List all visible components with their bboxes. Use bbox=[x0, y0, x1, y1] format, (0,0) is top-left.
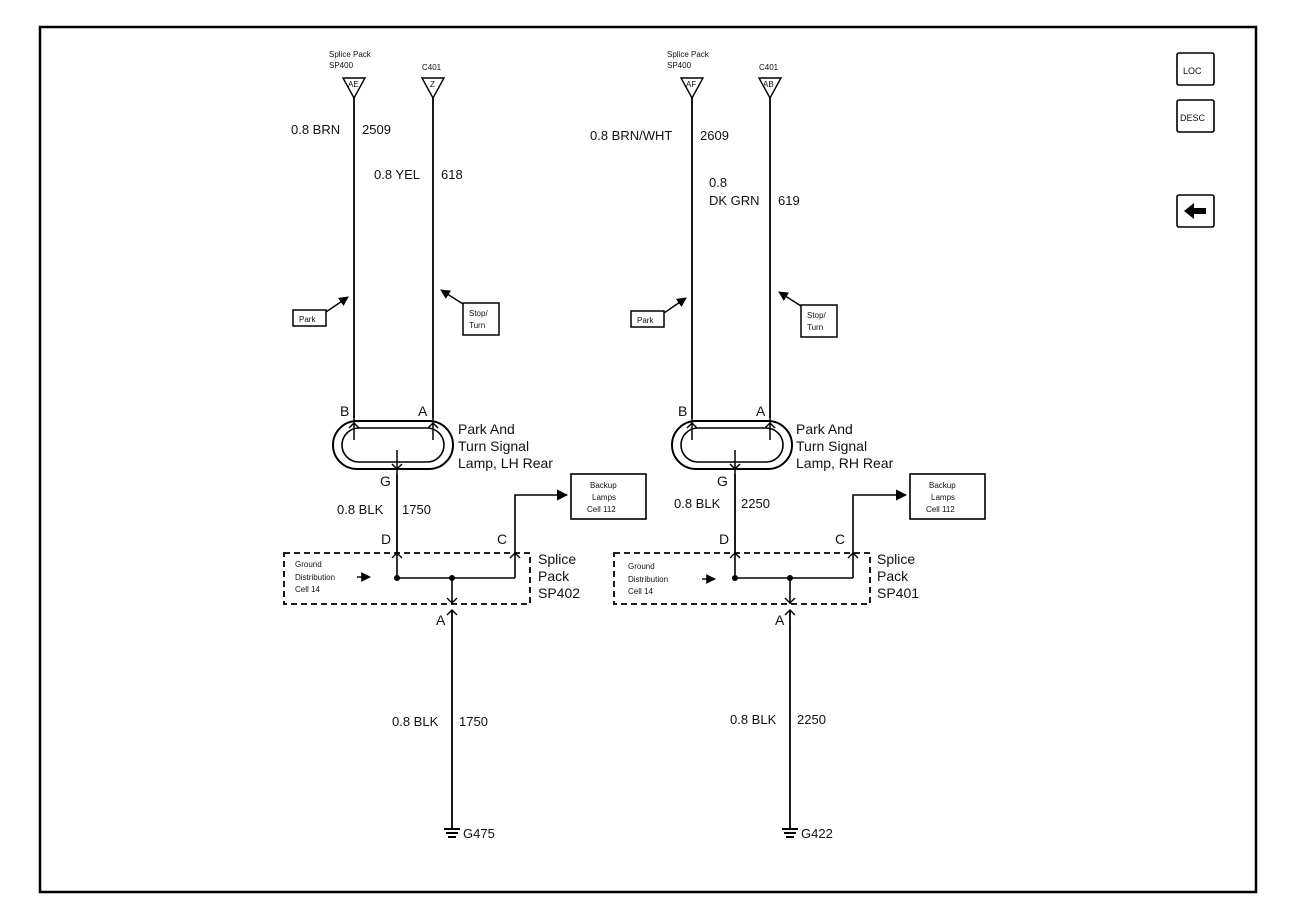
svg-text:Park: Park bbox=[299, 315, 316, 324]
right-stopturn-reference[interactable]: Stop/ Turn bbox=[778, 291, 838, 338]
left-lamp-pin-b: B bbox=[340, 403, 349, 419]
svg-text:Z: Z bbox=[430, 80, 435, 89]
left-splice-pin-a: A bbox=[436, 612, 446, 628]
right-circuit: Splice Pack SP400 AF C401 AB 0.8 BRN/WHT… bbox=[590, 50, 986, 841]
left-ground-dist-2: Distribution bbox=[295, 573, 335, 582]
svg-text:Turn: Turn bbox=[469, 321, 485, 330]
svg-text:Stop/: Stop/ bbox=[469, 309, 488, 318]
left-ground-dist-3: Cell 14 bbox=[295, 585, 320, 594]
left-bottom-wire-label: 0.8 BLK bbox=[392, 714, 439, 729]
svg-text:AF: AF bbox=[686, 80, 696, 89]
left-arrow-icon bbox=[1184, 203, 1206, 219]
right-lamp-name-2: Turn Signal bbox=[796, 438, 867, 454]
left-splice-pin-c: C bbox=[497, 531, 507, 547]
left-park-wire-label: 0.8 BRN bbox=[291, 122, 340, 137]
right-stop-wire-circuit: 619 bbox=[778, 193, 800, 208]
left-c401-connector-icon: Z bbox=[420, 77, 446, 100]
right-bottom-wire-label: 0.8 BLK bbox=[730, 712, 777, 727]
left-splice-name-2: Pack bbox=[538, 568, 570, 584]
left-lamp-symbol bbox=[332, 418, 454, 474]
right-backup-wire bbox=[852, 489, 908, 553]
left-backup-wire bbox=[514, 489, 569, 553]
right-lamp-pin-b: B bbox=[678, 403, 687, 419]
right-lamp-name-1: Park And bbox=[796, 421, 853, 437]
right-ground-wire-circuit: 2250 bbox=[741, 496, 770, 511]
left-park-reference[interactable]: Park bbox=[292, 296, 349, 327]
svg-text:Cell 112: Cell 112 bbox=[926, 505, 955, 514]
right-splice-pin-d: D bbox=[719, 531, 729, 547]
right-lamp-name-3: Lamp, RH Rear bbox=[796, 455, 894, 471]
right-ground-icon bbox=[782, 828, 798, 838]
svg-text:Stop/: Stop/ bbox=[807, 311, 826, 320]
left-ground-dist-1: Ground bbox=[295, 560, 322, 569]
left-stop-wire-circuit: 618 bbox=[441, 167, 463, 182]
left-stop-wire-label: 0.8 YEL bbox=[374, 167, 420, 182]
right-ground-wire-label: 0.8 BLK bbox=[674, 496, 721, 511]
left-circuit: Splice Pack SP400 AE C401 Z 0.8 BRN 2509… bbox=[283, 50, 647, 841]
diagram-frame bbox=[38, 25, 1258, 894]
desc-button[interactable]: DESC bbox=[1176, 99, 1215, 133]
loc-button-label: LOC bbox=[1183, 66, 1202, 76]
back-button[interactable] bbox=[1176, 194, 1215, 228]
right-park-wire-circuit: 2609 bbox=[700, 128, 729, 143]
right-ground-dist-1: Ground bbox=[628, 562, 655, 571]
right-lamp-pin-g: G bbox=[717, 473, 728, 489]
left-splice-name-1: Splice bbox=[538, 551, 576, 567]
right-splicepack-header: Splice Pack bbox=[667, 50, 710, 59]
left-stopturn-reference[interactable]: Stop/ Turn bbox=[440, 289, 500, 336]
svg-text:AE: AE bbox=[348, 80, 359, 89]
right-splice-pin-a: A bbox=[775, 612, 785, 628]
left-splice-pack-box bbox=[283, 552, 531, 605]
loc-button[interactable]: LOC bbox=[1176, 52, 1215, 86]
right-ground-dist-3: Cell 14 bbox=[628, 587, 653, 596]
right-c401-header: C401 bbox=[759, 63, 779, 72]
right-stop-wire-label-1: 0.8 bbox=[709, 175, 727, 190]
left-ground-label: G475 bbox=[463, 826, 495, 841]
right-splice-pack-box bbox=[613, 552, 871, 605]
svg-text:Park: Park bbox=[637, 316, 654, 325]
right-park-wire-label: 0.8 BRN/WHT bbox=[590, 128, 672, 143]
left-c401-header: C401 bbox=[422, 63, 442, 72]
right-splice-name-3: SP401 bbox=[877, 585, 919, 601]
right-stop-wire-label-2: DK GRN bbox=[709, 193, 760, 208]
left-splicepack-connector-icon: AE bbox=[341, 77, 367, 100]
right-park-reference[interactable]: Park bbox=[630, 297, 687, 328]
right-splicepack-id: SP400 bbox=[667, 61, 692, 70]
right-lamp-symbol bbox=[671, 418, 793, 474]
svg-text:Lamps: Lamps bbox=[592, 493, 616, 502]
left-backup-lamps-reference[interactable]: Backup Lamps Cell 112 bbox=[570, 473, 647, 520]
svg-text:Turn: Turn bbox=[807, 323, 823, 332]
right-bottom-wire-circuit: 2250 bbox=[797, 712, 826, 727]
right-splice-name-1: Splice bbox=[877, 551, 915, 567]
left-bottom-wire-circuit: 1750 bbox=[459, 714, 488, 729]
svg-text:AB: AB bbox=[763, 80, 774, 89]
right-c401-connector-icon: AB bbox=[757, 77, 783, 100]
left-lamp-pin-a: A bbox=[418, 403, 428, 419]
left-lamp-pin-g: G bbox=[380, 473, 391, 489]
right-splice-pin-c: C bbox=[835, 531, 845, 547]
right-ground-label: G422 bbox=[801, 826, 833, 841]
svg-text:Cell 112: Cell 112 bbox=[587, 505, 616, 514]
right-backup-lamps-reference[interactable]: Backup Lamps Cell 112 bbox=[909, 473, 986, 520]
left-park-wire-circuit: 2509 bbox=[362, 122, 391, 137]
left-lamp-name-1: Park And bbox=[458, 421, 515, 437]
desc-button-label: DESC bbox=[1180, 113, 1206, 123]
left-splicepack-id: SP400 bbox=[329, 61, 354, 70]
left-splice-name-3: SP402 bbox=[538, 585, 580, 601]
right-lamp-pin-a: A bbox=[756, 403, 766, 419]
left-splicepack-header: Splice Pack bbox=[329, 50, 372, 59]
svg-text:Backup: Backup bbox=[590, 481, 617, 490]
left-lamp-name-3: Lamp, LH Rear bbox=[458, 455, 553, 471]
left-lamp-name-2: Turn Signal bbox=[458, 438, 529, 454]
right-splicepack-connector-icon: AF bbox=[679, 77, 705, 100]
left-ground-icon bbox=[444, 828, 460, 838]
left-ground-wire-circuit: 1750 bbox=[402, 502, 431, 517]
svg-text:Backup: Backup bbox=[929, 481, 956, 490]
svg-text:Lamps: Lamps bbox=[931, 493, 955, 502]
right-ground-dist-2: Distribution bbox=[628, 575, 668, 584]
right-splice-name-2: Pack bbox=[877, 568, 909, 584]
left-splice-pin-d: D bbox=[381, 531, 391, 547]
left-ground-wire-label: 0.8 BLK bbox=[337, 502, 384, 517]
